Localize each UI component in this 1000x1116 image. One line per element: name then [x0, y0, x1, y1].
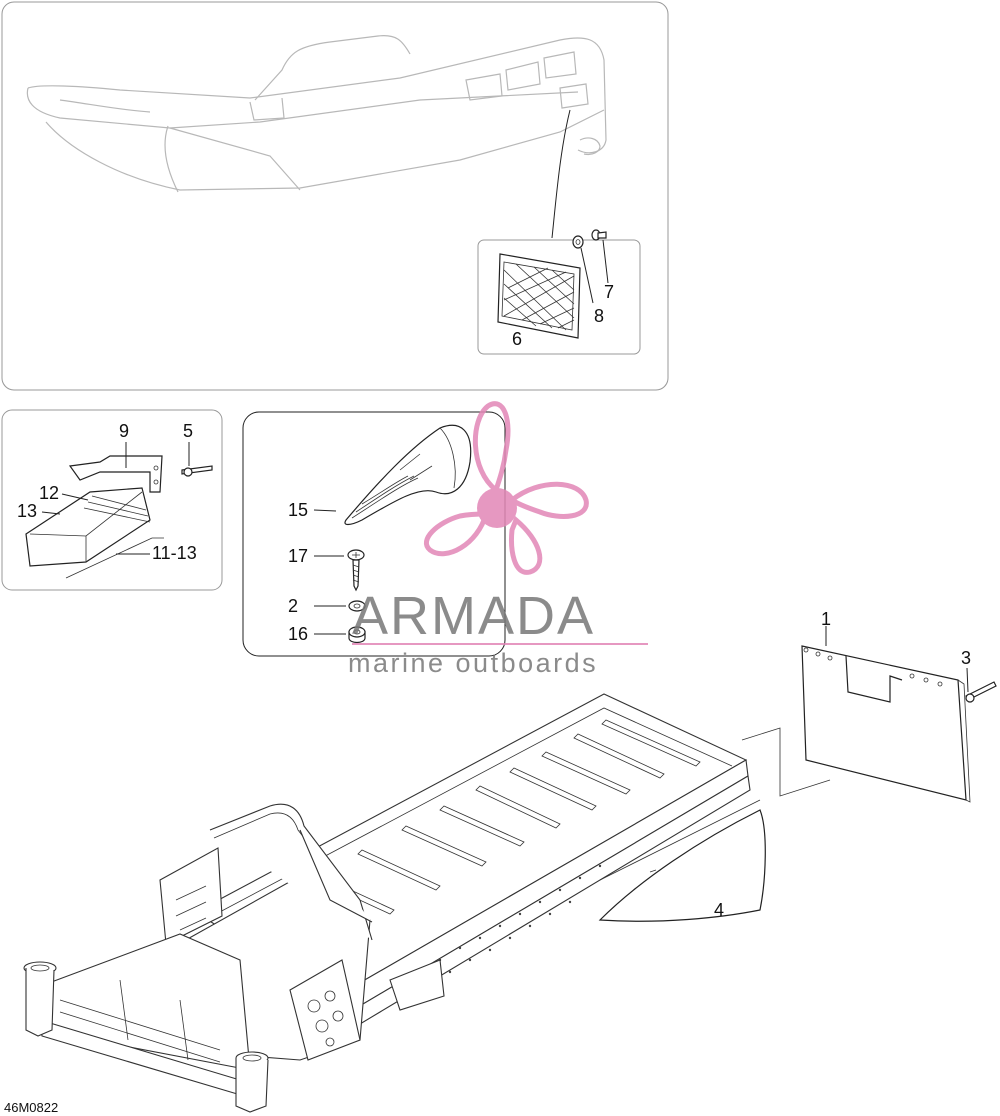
- leader-12: [61, 493, 89, 501]
- bulkhead-holes: [307, 990, 344, 1047]
- callout-5: 5: [183, 421, 193, 441]
- right-spindle: [235, 1051, 269, 1113]
- leader-8: [580, 247, 594, 304]
- rivet-3-part: [965, 681, 997, 703]
- callout-4: 4: [714, 900, 724, 920]
- armada-watermark: ARMADA marine outboards: [348, 401, 648, 678]
- reflector-leader-line: [551, 109, 571, 239]
- screw-17-part: [347, 549, 365, 592]
- chassis-frame: [23, 693, 761, 1113]
- bracket-part: [68, 455, 163, 493]
- body-inset-frame: [1, 1, 669, 391]
- pad-part: [25, 487, 151, 567]
- propeller-logo: [423, 401, 589, 575]
- callout-3: 3: [961, 648, 971, 668]
- screw-part: [591, 229, 607, 241]
- pad-inset: 9 5 12 13 11-13: [1, 409, 223, 591]
- handle-part: [344, 424, 472, 526]
- callout-7: 7: [604, 282, 614, 302]
- leader-13: [41, 511, 61, 515]
- callout-2: 2: [288, 596, 298, 616]
- body-inset: 7 8 6: [1, 1, 669, 391]
- reflector-part: [497, 253, 581, 339]
- flap-mount-guide: [741, 727, 831, 797]
- nut-16-part: [348, 626, 366, 644]
- watermark-brand: ARMADA: [352, 586, 595, 646]
- reference-code: 46M0822: [4, 1100, 58, 1115]
- callout-11-13: 11-13: [152, 543, 197, 563]
- handle-inset-frame: [242, 411, 506, 657]
- reflector-detail-frame: [477, 239, 641, 355]
- callout-6: 6: [512, 329, 522, 349]
- callout-13: 13: [17, 501, 37, 521]
- snow-flap-part: [801, 645, 971, 803]
- callout-1: 1: [821, 609, 831, 629]
- pad-inset-frame: [1, 409, 223, 591]
- rivet-part: [181, 465, 213, 477]
- callout-8: 8: [594, 306, 604, 326]
- pad-base-line: [65, 537, 164, 579]
- callout-16: 16: [288, 624, 308, 644]
- callout-12: 12: [39, 483, 59, 503]
- callout-17: 17: [288, 546, 308, 566]
- handle-inset: 15 17 2 16: [242, 411, 506, 657]
- leader-7: [602, 239, 609, 284]
- washer-2-part: [348, 600, 366, 612]
- side-protector-part: [598, 809, 766, 922]
- washer-part: [572, 235, 584, 249]
- leader-15: [313, 509, 337, 512]
- snowmobile-body-outline: [26, 35, 607, 193]
- watermark-tagline: marine outboards: [348, 648, 598, 678]
- left-spindle: [23, 961, 57, 1037]
- leader-3: [966, 667, 969, 693]
- tunnel-slots: [257, 719, 701, 943]
- callout-15: 15: [288, 500, 308, 520]
- callout-9: 9: [119, 421, 129, 441]
